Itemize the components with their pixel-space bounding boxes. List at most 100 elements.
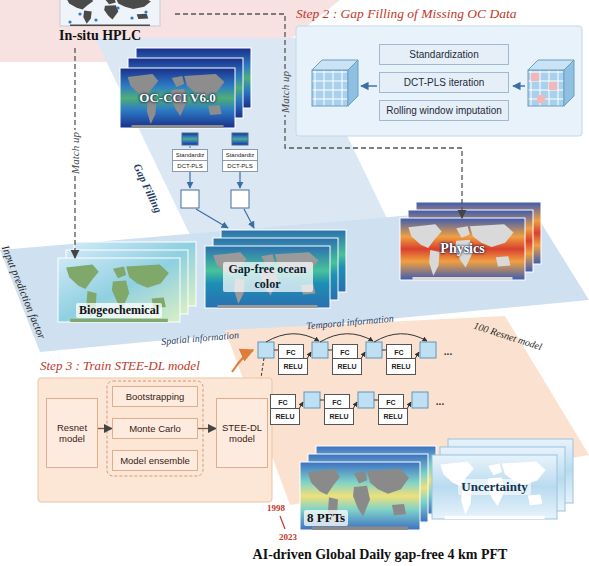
output-caption: AI-driven Global Daily gap-free 4 km PFT [253,547,508,563]
node-text: Gap-free ocean color [223,262,313,292]
station-map [94,18,97,21]
step-panel: Step 3 : Train STEE-DL modelResnet model… [40,358,272,502]
node-text: Step 3 : Train STEE-DL model [40,358,200,374]
node-text: RELU [337,363,356,370]
node-text: DCT-PLS [177,163,202,169]
resnet-block [420,342,436,358]
node-text: Standardiz [226,152,255,158]
station-map [67,0,151,26]
process-box: DCT-PLS iteration [379,72,509,93]
map-stack [432,455,557,519]
model-box: STEE-DL model [216,398,268,468]
data-cube [348,60,358,106]
node-text: STEE-DL model [220,422,264,444]
station-map [116,6,119,9]
data-cube [312,60,358,106]
step-label: Gap Filling [131,162,164,215]
axis-label: Temporal information [306,313,394,332]
step-panel-ground [296,26,582,136]
node-text: Model ensemble [120,455,190,466]
edge-label: Match up [279,69,291,115]
map-stack [400,202,541,280]
resnet-block [366,342,382,358]
node-text: Uncertainty [458,479,530,495]
process-box: Monte Carlo [112,418,198,439]
node-text: Resnet model [50,422,94,444]
data-cube-gaps [528,60,574,106]
node-text: FC [340,349,349,356]
data-cube-gaps [537,95,545,103]
map-panel: Uncertainty [432,455,557,519]
node-text: Rolling window imputation [386,105,502,116]
step-arrow [232,350,253,372]
resnet-wire [266,334,319,342]
edge-label: Match up [69,130,81,176]
flow-arrow [189,171,190,188]
mini-box: DCT-PLS [172,160,208,172]
resnet-wire [320,334,373,342]
resnet-wire [259,334,427,414]
station-map [78,12,81,15]
node-text: DCT-PLS iteration [404,77,485,88]
node-text: In-situ HPLC [59,28,141,44]
ellipsis: ... [436,396,444,407]
layer-box: RELU [332,358,362,375]
node-text: Step 2 : Gap Filling of Missing OC Data [296,6,517,22]
map-stack [432,439,573,519]
flow-arrow [190,146,191,148]
node-text: Standardiz [176,152,205,158]
axis-label: Input prediction factor [0,243,48,340]
year-label: 2023 [279,532,297,542]
node-text: OC-CCI V6.0 [139,90,215,106]
flow-arrow [361,85,377,86]
step-panel-ground [38,378,272,502]
map-stack [58,258,180,322]
layer-box: RELU [270,408,300,425]
map-panel: In-situ HPLC [55,0,175,48]
map-panel: OC-CCI V6.0 [120,68,235,128]
station-map [68,20,71,23]
map-stack [58,242,196,322]
node-text: Biogeochemical [76,303,162,318]
group-bracket [107,381,203,476]
data-cube-gaps [549,82,557,90]
node-text: RELU [391,363,410,370]
resnet-block [304,392,320,408]
map-stack [400,218,525,280]
process-box: Bootstrapping [112,386,198,407]
year-label: 1998 [267,503,285,513]
data-cube-gaps [528,70,564,106]
station-map [144,10,147,13]
mini-box: DCT-PLS [222,160,258,172]
node-text: RELU [383,413,402,420]
resnet-block [258,342,274,358]
map-stack [440,461,545,519]
layer-box: RELU [386,358,416,375]
node-text: Standardization [409,49,479,60]
node-text: FC [332,399,341,406]
flow-arrow [196,209,228,228]
node-text: RELU [283,363,302,370]
map-stack [300,462,420,530]
map-panel: Gap-free ocean color [205,246,330,308]
map-stack [408,224,513,280]
resnet-block [358,392,374,408]
layer-box: RELU [378,408,408,425]
flow-arrow [244,209,254,228]
map-stack [205,246,330,308]
map-stack [66,264,169,322]
step-panel: Step 2 : Gap Filling of Missing OC DataS… [296,6,584,138]
node-text: DCT-PLS [227,163,252,169]
data-cube [312,70,348,106]
data-cube-gaps [564,60,574,106]
connector [98,428,112,429]
mini-map [232,133,248,145]
mini-map [182,133,198,145]
resnet-block [412,392,428,408]
layer-box: RELU [324,408,354,425]
flow-arrow [513,85,525,86]
map-stack [120,68,235,128]
process-box: Rolling window imputation [379,100,509,121]
map-stack [120,48,251,128]
flow-arrow [239,171,240,188]
